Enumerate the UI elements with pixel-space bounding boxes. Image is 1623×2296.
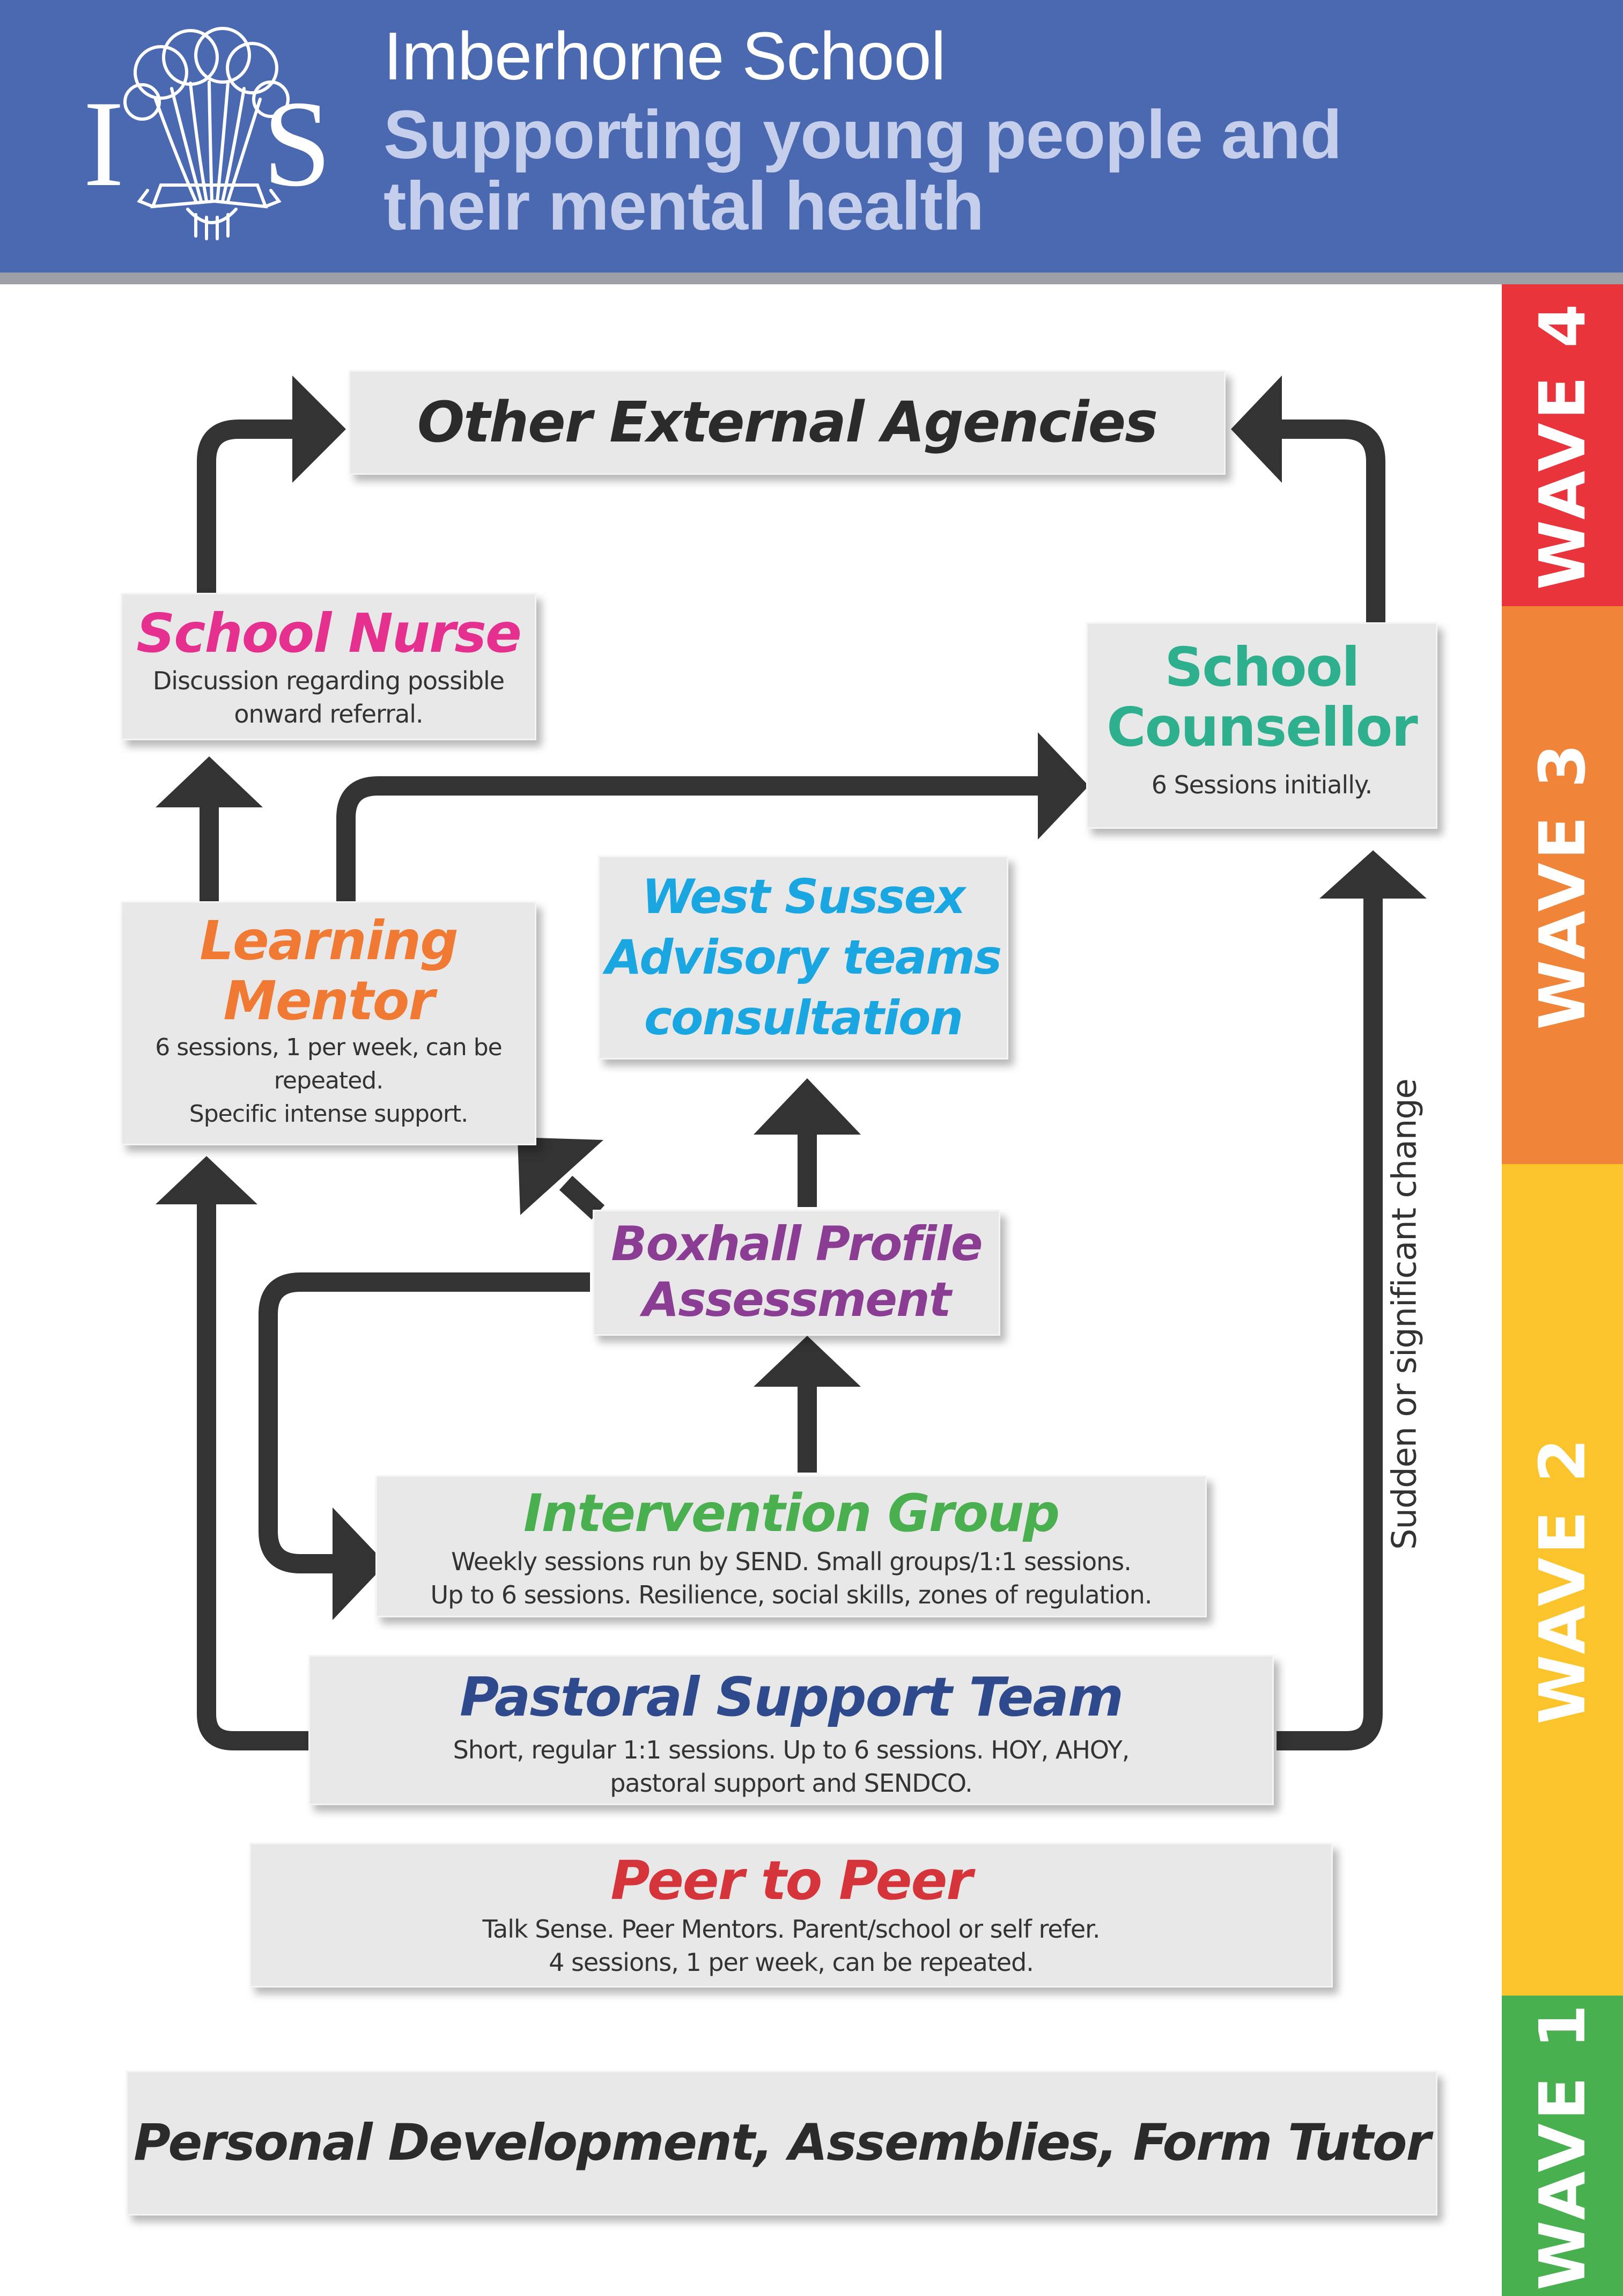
node-intervention-group: Intervention Group Weekly sessions run b…: [375, 1475, 1207, 1617]
svg-text:I: I: [83, 75, 124, 212]
arrowhead-up: [156, 756, 263, 807]
wave-3-band: WAVE 3: [1502, 606, 1623, 1164]
node-school-counsellor: School Counsellor 6 Sessions initially.: [1086, 622, 1437, 829]
arrow-boxhall-to-mentor: [559, 1175, 605, 1220]
arrow-nurse-to-external: [197, 420, 292, 593]
header-banner: I S Imberhorne School Supporting young p…: [0, 0, 1623, 273]
arrowhead-up: [754, 1336, 861, 1387]
intervention-group-title: Intervention Group: [523, 1483, 1060, 1543]
school-nurse-desc: Discussion regarding possible onward ref…: [152, 666, 505, 728]
arrow-mentor-to-counsellor: [336, 776, 1043, 901]
learning-mentor-desc: 6 sessions, 1 per week, can be repeated.…: [155, 1034, 502, 1128]
peer-to-peer-title: Peer to Peer: [610, 1849, 972, 1912]
sudden-change-label: Sudden or significant change: [1384, 1079, 1424, 1550]
personal-development-title: Personal Development, Assemblies, Form T…: [134, 2114, 1431, 2172]
header-divider: [0, 273, 1623, 284]
arrowhead-right: [1038, 732, 1089, 840]
wave-1-band: WAVE 1: [1502, 1996, 1623, 2296]
svg-text:S: S: [263, 75, 331, 212]
node-peer-to-peer: Peer to Peer Talk Sense. Peer Mentors. P…: [249, 1843, 1333, 1988]
arrow-counsellor-to-external: [1282, 420, 1385, 622]
pastoral-support-title: Pastoral Support Team: [459, 1666, 1124, 1728]
page-subtitle: Supporting young people and their mental…: [383, 97, 1342, 245]
external-agencies-title: Other External Agencies: [417, 389, 1158, 455]
arrowhead-right: [292, 376, 346, 483]
arrowhead-right: [333, 1507, 386, 1620]
node-external-agencies: Other External Agencies: [349, 370, 1226, 475]
wave-2-band: WAVE 2: [1502, 1164, 1623, 1996]
arrow-pastoral-to-mentor: [197, 1199, 308, 1750]
arrowhead-up: [156, 1156, 257, 1204]
pastoral-support-desc: Short, regular 1:1 sessions. Up to 6 ses…: [453, 1735, 1130, 1798]
wave-4-band: WAVE 4: [1502, 284, 1623, 606]
intervention-group-desc: Weekly sessions run by SEND. Small group…: [430, 1547, 1153, 1609]
school-name: Imberhorne School: [383, 18, 946, 94]
arrow-boxhall-to-intervention: [259, 1272, 590, 1573]
node-boxhall-profile: Boxhall Profile Assessment: [593, 1210, 1000, 1336]
peer-to-peer-desc: Talk Sense. Peer Mentors. Parent/school …: [482, 1915, 1101, 1977]
school-counsellor-desc: 6 Sessions initially.: [1151, 770, 1373, 799]
school-nurse-title: School Nurse: [136, 602, 522, 665]
arrowhead-left: [1231, 376, 1282, 483]
arrowhead-diagonal: [518, 1137, 603, 1215]
node-learning-mentor: Learning Mentor 6 sessions, 1 per week, …: [121, 901, 536, 1145]
node-personal-development: Personal Development, Assemblies, Form T…: [126, 2071, 1437, 2216]
arrowhead-up: [754, 1078, 861, 1135]
node-west-sussex: West Sussex Advisory teams consultation: [598, 856, 1008, 1059]
school-counsellor-title: School Counsellor: [1106, 636, 1418, 759]
school-crest-icon: I S: [83, 27, 331, 240]
boxhall-title: Boxhall Profile Assessment: [611, 1216, 983, 1327]
west-sussex-title: West Sussex Advisory teams consultation: [605, 869, 1002, 1046]
node-school-nurse: School Nurse Discussion regarding possib…: [121, 593, 536, 740]
arrowhead-up: [1319, 850, 1427, 899]
learning-mentor-title: Learning Mentor: [200, 909, 459, 1032]
arrow-pastoral-to-counsellor: [1277, 899, 1383, 1750]
node-pastoral-support: Pastoral Support Team Short, regular 1:1…: [308, 1655, 1274, 1805]
